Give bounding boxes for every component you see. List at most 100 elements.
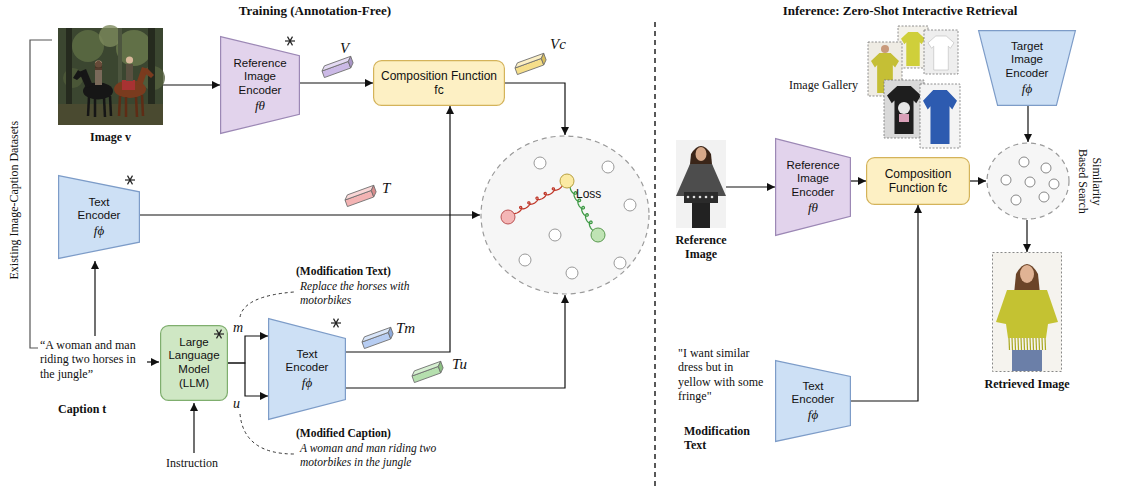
retrieved-photo-art — [1032, 338, 1034, 350]
vector-symbol: Tm — [396, 320, 415, 337]
retrieved-photo-art — [1020, 338, 1022, 350]
panel-divider — [654, 22, 656, 486]
vector-icon — [514, 53, 548, 74]
reference-photo-art — [696, 147, 707, 161]
text-encoder: Text Encoderfϕ — [775, 360, 851, 442]
retrieved-photo-art — [1041, 338, 1043, 350]
retrieved-photo-art — [993, 253, 1062, 372]
loss-space-art — [519, 254, 531, 266]
reference-photo-art — [699, 196, 702, 199]
function-symbol: fϕ — [996, 81, 1058, 97]
node-label: Image Gallery — [789, 78, 858, 92]
image-gallery-art — [920, 84, 960, 148]
loss-space-art — [602, 161, 614, 173]
node-label: Similarity Based Search — [1076, 141, 1105, 221]
loss-space-art — [511, 183, 562, 213]
panel-title: Inference: Zero-Shot Interactive Retriev… — [745, 3, 1055, 19]
loss-space-art — [501, 210, 515, 224]
node-label: Text Encoder — [783, 380, 843, 407]
modified-caption-text: A woman and man riding two motorbikes in… — [300, 442, 450, 470]
input-photo-outline — [58, 28, 163, 125]
retrieved-photo-art — [1011, 338, 1013, 350]
input-photo-art — [99, 25, 121, 47]
input-photo-art — [110, 96, 111, 116]
vector-icon — [411, 361, 445, 382]
frozen-snowflake — [288, 37, 293, 46]
frozen-snowflake — [288, 37, 293, 46]
loss-space-art — [591, 228, 605, 242]
vector-symbol: Tu — [452, 356, 467, 373]
input-photo-art — [136, 97, 137, 117]
image-gallery-outline — [868, 26, 960, 152]
reference-photo-outline — [676, 140, 726, 228]
vector-icon — [540, 53, 548, 65]
retrieved-photo-art — [1020, 265, 1034, 283]
reference-image-encoder-outline — [776, 139, 851, 236]
input-photo-art — [94, 98, 97, 117]
text-block: Large Language Model (LLM) — [166, 336, 222, 390]
image-gallery-art — [924, 30, 958, 74]
llm-box: Large Language Model (LLM) — [160, 325, 228, 401]
flow-arrow — [346, 106, 450, 352]
leader-line — [240, 414, 294, 454]
flow-arrow — [726, 186, 775, 187]
frozen-snowflake — [334, 319, 339, 328]
similarity-space: Similarity Based Search — [986, 142, 1070, 220]
caption-text: “A woman and man riding two horses in th… — [40, 338, 148, 381]
retrieved-photo-art — [1023, 338, 1025, 350]
input-photo-art — [119, 96, 120, 116]
modification-heading: (Modification Text) — [296, 265, 391, 279]
loss-space: Loss — [480, 135, 650, 295]
reference-photo-art — [684, 192, 718, 203]
input-photo-art — [104, 98, 105, 117]
modified-caption-heading: (Modified Caption) — [296, 427, 391, 441]
modification-text: Replace the horses with motorbikes — [300, 280, 410, 308]
input-photo-art — [126, 64, 133, 81]
vector-icon — [370, 185, 378, 197]
flow-arrow — [1026, 220, 1027, 252]
query-text: "I want similar dress but in yellow with… — [678, 346, 768, 404]
composition-function-outline — [374, 61, 505, 106]
vector-icon — [347, 56, 355, 68]
text-encoder-outline — [269, 319, 346, 420]
reference-image-encoder-outline — [221, 37, 300, 134]
image-gallery-art — [868, 26, 960, 148]
branch-label: u — [232, 397, 241, 412]
loss-space-art — [549, 229, 561, 241]
flow-arrow — [228, 363, 268, 396]
vector-symbol: V — [340, 40, 349, 57]
text-block: Loss — [576, 187, 601, 201]
input-photo-art — [142, 95, 143, 116]
similarity-space-art — [1025, 177, 1035, 187]
input-photo-art — [88, 97, 89, 116]
loss-space-outline — [481, 136, 649, 294]
retrieved-photo: Retrieved Image — [992, 252, 1062, 372]
llm-box-outline — [161, 326, 228, 401]
panel-title: Training (Annotation-Free) — [180, 3, 450, 19]
text-block: Reference Image — [663, 233, 739, 262]
retrieved-photo-art — [1014, 338, 1016, 350]
retrieved-photo-art — [1029, 338, 1031, 350]
flow-arrow — [346, 295, 565, 388]
function-symbol: fθ — [229, 98, 291, 114]
node-label: Large Language Model (LLM) — [166, 336, 222, 390]
text-block: Reference Image Encoderfθ — [783, 159, 843, 215]
instruction-arrow — [193, 403, 194, 453]
composition-function-outline — [867, 158, 970, 205]
similarity-space-outline — [986, 142, 1070, 220]
frozen-snowflake — [217, 330, 222, 339]
reference-photo-art — [692, 203, 710, 228]
frozen-snowflake — [331, 319, 341, 328]
composition-function: Composition Function fc — [373, 60, 505, 106]
reference-photo-art — [693, 196, 696, 199]
retrieved-photo-art — [1038, 338, 1040, 350]
retrieved-photo-art — [1044, 338, 1046, 350]
input-photo-art — [79, 69, 93, 88]
text-block: Text Encoderfϕ — [783, 380, 843, 423]
reference-photo-art — [705, 196, 708, 199]
similarity-space-art — [1041, 163, 1051, 173]
text-block: Similarity Based Search — [1076, 141, 1105, 221]
node-label: Reference Image — [663, 233, 739, 262]
flow-arrow — [970, 180, 986, 181]
retrieved-photo-art — [1026, 338, 1028, 350]
